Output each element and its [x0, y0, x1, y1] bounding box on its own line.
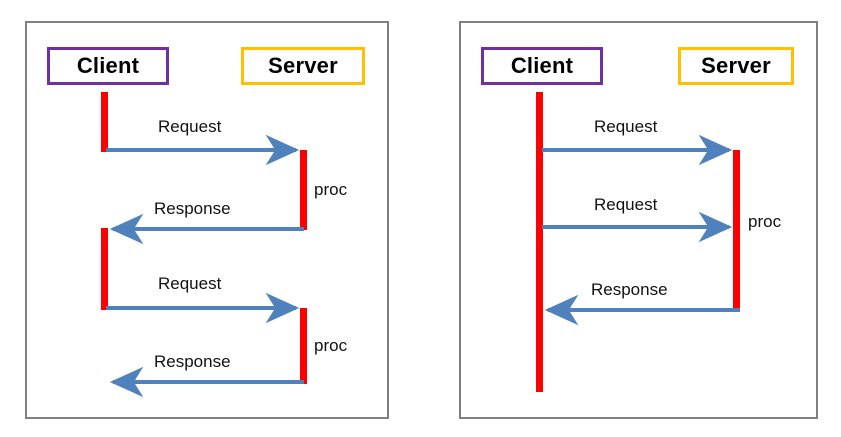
left-message-label-3: Request — [158, 274, 222, 293]
left-message-label-4: Response — [154, 352, 231, 371]
left-message-label-2: Response — [154, 199, 231, 218]
right-actor-client-label: Client — [510, 53, 574, 78]
right-actor-server-label: Server — [701, 53, 771, 78]
left-client-activation-1 — [101, 92, 108, 152]
right-proc-label: proc — [748, 212, 782, 231]
left-message-label-1: Request — [158, 117, 222, 136]
left-client-activation-2 — [101, 228, 108, 310]
right-message-label-3: Response — [591, 280, 668, 299]
left-actor-server-label: Server — [268, 53, 338, 78]
left-proc-label-1: proc — [314, 180, 348, 199]
right-server-activation — [733, 150, 740, 310]
left-actor-server[interactable]: Server — [241, 47, 365, 85]
left-actor-client[interactable]: Client — [47, 47, 169, 85]
right-message-label-2: Request — [594, 195, 658, 214]
left-server-activation-2 — [300, 308, 307, 384]
right-actor-server[interactable]: Server — [678, 47, 794, 85]
right-message-label-1: Request — [594, 117, 658, 136]
panel-right — [459, 21, 818, 419]
left-actor-client-label: Client — [76, 53, 140, 78]
right-client-activation — [536, 92, 543, 392]
right-actor-client[interactable]: Client — [481, 47, 603, 85]
panel-left — [25, 21, 389, 419]
left-server-activation-1 — [300, 150, 307, 230]
left-proc-label-2: proc — [314, 336, 348, 355]
